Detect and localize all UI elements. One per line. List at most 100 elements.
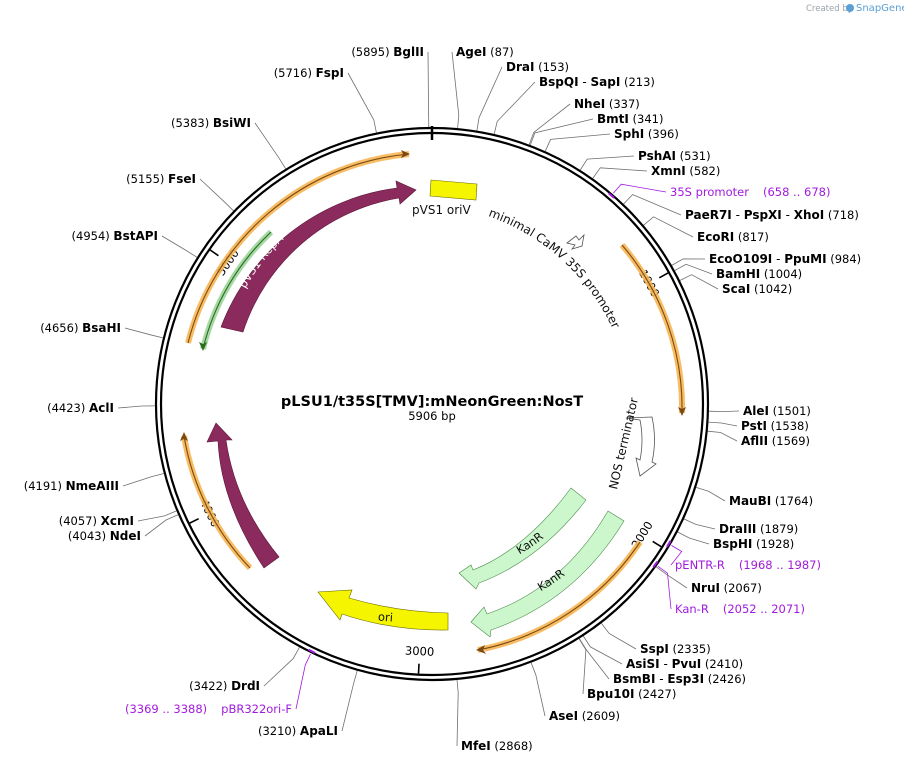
site-name: DraIII: [719, 522, 756, 536]
site-name: AleI: [743, 404, 769, 418]
site-label-mfei[interactable]: MfeI (2868): [461, 739, 533, 753]
site-name: PpuMI: [784, 252, 826, 266]
site-label-drai[interactable]: DraI (153): [506, 60, 569, 74]
site-position: (396): [644, 127, 679, 141]
site-label-xcmi[interactable]: (4057) XcmI: [59, 514, 134, 528]
site-name: BspHI: [713, 537, 752, 551]
site-position: (87): [486, 45, 513, 59]
pvs1-repa-arrow[interactable]: [220, 180, 417, 333]
site-position: (2868): [491, 739, 533, 753]
site-label-ecoo109i[interactable]: EcoO109I - PpuMI (984): [709, 252, 861, 266]
site-label-bpu10i[interactable]: Bpu10I (2427): [587, 687, 676, 701]
site-label-agei[interactable]: AgeI (87): [456, 45, 514, 59]
credit-prefix: Created by: [806, 4, 853, 14]
site-leader-xcmi: [137, 510, 177, 522]
site-leader-scai: [679, 274, 719, 290]
site-label-bmti[interactable]: BmtI (341): [597, 112, 663, 126]
feature-highlight-arcs: [180, 150, 686, 654]
site-position: (2067): [720, 581, 762, 595]
ori-arrow[interactable]: [317, 589, 449, 631]
site-label-fspi[interactable]: (5716) FspI: [274, 66, 344, 80]
primer-label-35s-promoter[interactable]: 35S promoter(658 .. 678): [670, 185, 830, 199]
site-name: BmtI: [597, 112, 629, 126]
site-name: NmeAIII: [66, 479, 119, 493]
site-label-acli[interactable]: (4423) AclI: [47, 401, 114, 415]
snapgene-credit: Created by SnapGene: [806, 3, 904, 14]
kanr-inner-arrow[interactable]: [458, 487, 587, 590]
site-name: PstI: [741, 419, 767, 433]
site-label-bamhi[interactable]: BamHI (1004): [716, 267, 802, 281]
site-label-asisi[interactable]: AsiSI - PvuI (2410): [626, 657, 743, 671]
site-label-scai[interactable]: ScaI (1042): [722, 282, 792, 296]
tick-mark: [189, 517, 200, 524]
primer-leader: [612, 183, 667, 194]
site-leader-asei: [530, 662, 546, 717]
site-label-ecori[interactable]: EcoRI (817): [697, 230, 769, 244]
site-label-sphi[interactable]: SphI (396): [614, 127, 679, 141]
site-position: (984): [827, 252, 862, 266]
site-label-maubi[interactable]: MauBI (1764): [729, 494, 813, 508]
site-label-drdi[interactable]: (3422) DrdI: [189, 679, 260, 693]
site-label-bsphi[interactable]: BspHI (1928): [713, 537, 794, 551]
primer-leader: [657, 565, 672, 610]
site-leader-alei: [708, 410, 740, 413]
site-name: NruI: [691, 581, 720, 595]
primer-leader: [670, 545, 683, 566]
site-position: (1501): [769, 404, 811, 418]
site-separator: -: [782, 208, 794, 222]
site-label-bglii[interactable]: (5895) BglII: [351, 45, 424, 59]
site-label-bsiwi[interactable]: (5383) BsiWI: [171, 116, 251, 130]
site-label-ndei[interactable]: (4043) NdeI: [68, 529, 141, 543]
site-position: (2426): [704, 672, 746, 686]
site-label-paer7i[interactable]: PaeR7I - PspXI - XhoI (718): [685, 208, 859, 222]
primer-range: (1968 .. 1987): [739, 558, 821, 572]
site-label-xmni[interactable]: XmnI (582): [651, 164, 720, 178]
site-name: MauBI: [729, 494, 771, 508]
site-label-alei[interactable]: AleI (1501): [743, 404, 811, 418]
site-label-sspi[interactable]: SspI (2335): [640, 642, 711, 656]
repa-highlight-line: [187, 153, 410, 344]
site-label-bsahi[interactable]: (4656) BsaHI: [40, 321, 121, 335]
tick-mark: [658, 272, 669, 279]
snapgene-logo-icon: [846, 4, 854, 12]
primer-label-kan-r[interactable]: Kan-R(2052 .. 2071): [675, 602, 805, 616]
site-leader-ecori: [643, 216, 694, 238]
tick-label: 3000: [405, 643, 435, 658]
repa-highlight-arc: [185, 151, 410, 344]
site-label-nmeaiii[interactable]: (4191) NmeAIII: [24, 479, 119, 493]
site-label-bsmbi[interactable]: BsmBI - Esp3I (2426): [613, 672, 746, 686]
camv-35s-promoter-arrow[interactable]: [566, 233, 585, 250]
site-leader-psti: [708, 421, 738, 427]
site-label-fsei[interactable]: (5155) FseI: [126, 172, 196, 186]
kanr-outer-arrow[interactable]: [470, 510, 625, 638]
site-separator: -: [579, 75, 591, 89]
primer-label-pbr322ori-f[interactable]: (3369 .. 3388)pBR322ori-F: [125, 702, 292, 716]
site-leader-mfei: [456, 679, 459, 747]
nos-terminator-arrow[interactable]: [625, 416, 657, 477]
site-label-nrui[interactable]: NruI (2067): [691, 581, 762, 595]
site-leader-bsiwi: [254, 122, 287, 170]
ori-label: ori: [378, 610, 394, 625]
site-leader-fspi: [347, 72, 377, 133]
site-label-bstapi[interactable]: (4954) BstAPI: [72, 229, 158, 243]
site-label-apali[interactable]: (3210) ApaLI: [258, 724, 338, 738]
repa-inner-green-line: [202, 231, 272, 350]
site-label-psti[interactable]: PstI (1538): [741, 419, 809, 433]
primer-label-pentr-r[interactable]: pENTR-R(1968 .. 1987): [675, 558, 821, 572]
site-label-draiii[interactable]: DraIII (1879): [719, 522, 798, 536]
site-label-nhei[interactable]: NheI (337): [574, 97, 640, 111]
pvs1-staa-arrow[interactable]: [206, 422, 280, 569]
site-label-asei[interactable]: AseI (2609): [549, 709, 620, 723]
site-name: EcoRI: [697, 230, 734, 244]
site-label-pshai[interactable]: PshAI (531): [638, 149, 711, 163]
site-leader-bpu10i: [578, 638, 587, 695]
site-position: (582): [686, 164, 721, 178]
site-leader-asisi: [582, 635, 623, 665]
primer-mark: [308, 648, 316, 654]
site-label-aflii[interactable]: AflII (1569): [741, 434, 810, 448]
pvs1-oriv-box[interactable]: [429, 179, 478, 201]
site-position: (817): [734, 230, 769, 244]
site-label-bspqi[interactable]: BspQI - SapI (213): [539, 75, 655, 89]
site-leader-ndei: [144, 514, 179, 537]
